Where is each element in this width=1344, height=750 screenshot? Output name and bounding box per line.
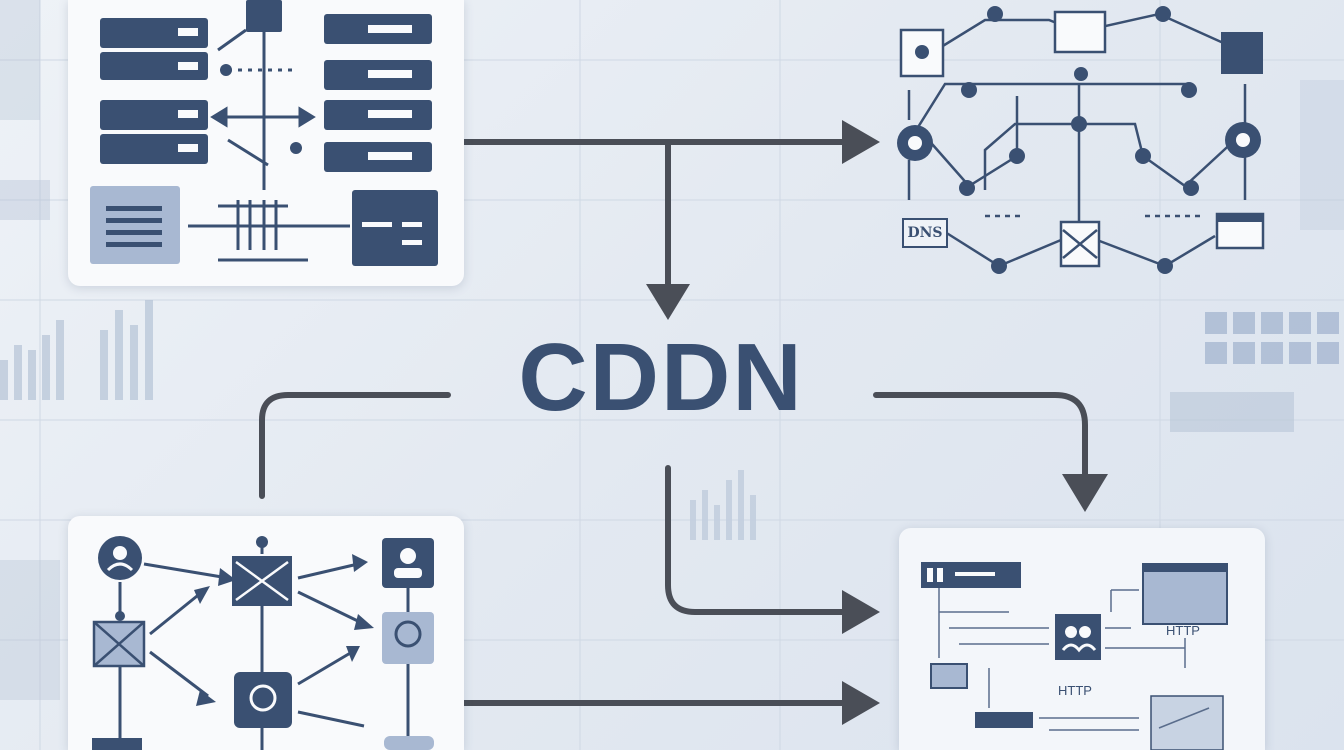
user-icon-3	[382, 612, 434, 664]
server-infrastructure-panel	[68, 0, 464, 286]
user-flow-panel	[68, 516, 464, 750]
http-label-2: HTTP	[1058, 683, 1092, 698]
user-flow-diagram	[92, 536, 434, 750]
switch-icon	[246, 0, 282, 32]
network-topology-panel	[885, 0, 1281, 286]
server-rack-1	[100, 18, 208, 48]
monitor-icon	[1053, 10, 1107, 54]
router-box	[352, 190, 438, 266]
diagram-title: CDDN	[518, 324, 804, 431]
arrow-right-loop	[873, 392, 1088, 481]
http-diagram	[921, 562, 1228, 750]
http-label-1: HTTP	[1166, 623, 1200, 638]
switch-node-icon	[1059, 220, 1101, 268]
arrow-left-loop	[259, 392, 451, 499]
group-users-icon	[1055, 614, 1101, 660]
http-service-panel	[899, 528, 1265, 750]
user-icon-4	[234, 672, 292, 728]
hub-icon	[1221, 32, 1263, 74]
server-diagram	[90, 0, 438, 266]
arrow-mid-down	[665, 465, 853, 615]
network-diagram	[897, 6, 1265, 274]
document-icon	[90, 186, 180, 264]
node-box-top-left	[899, 28, 945, 78]
dns-node: DNS	[902, 218, 948, 248]
